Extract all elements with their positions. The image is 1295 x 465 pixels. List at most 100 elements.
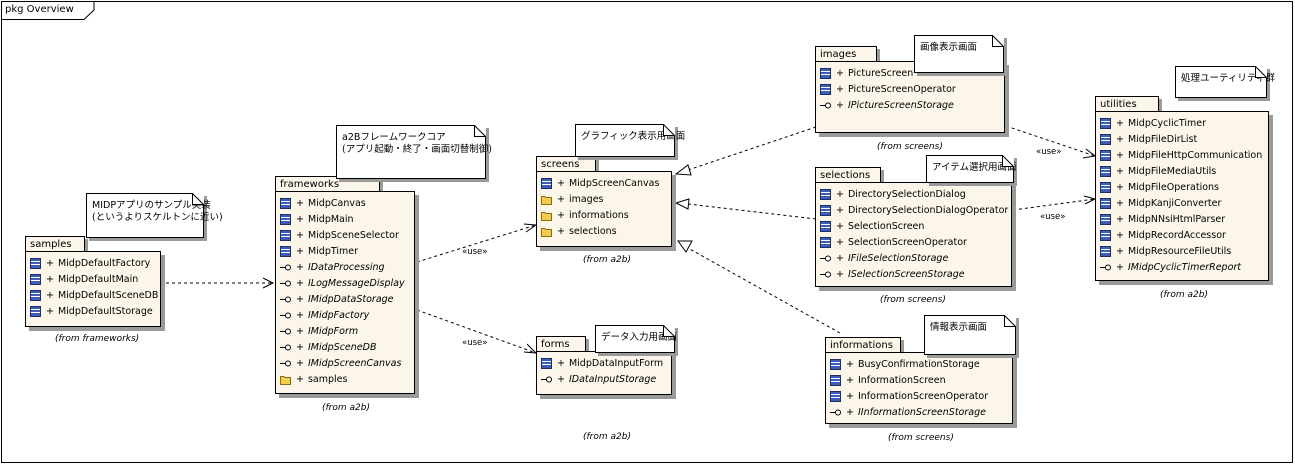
package-member[interactable]: +IDataProcessing xyxy=(280,259,410,275)
visibility-marker: + xyxy=(1116,165,1124,177)
package-member[interactable]: +IInformationScreenStorage xyxy=(830,404,1008,420)
visibility-marker: + xyxy=(296,261,304,273)
package-member[interactable]: +MidpNNsiHtmlParser xyxy=(1100,211,1264,227)
package-member[interactable]: +MidpCyclicTimer xyxy=(1100,115,1264,131)
visibility-marker: + xyxy=(296,293,304,305)
package-member[interactable]: +IMidpCyclicTimerReport xyxy=(1100,259,1264,275)
package-member[interactable]: +MidpDefaultSceneDB xyxy=(30,287,158,303)
package-member[interactable]: +MidpDefaultFactory xyxy=(30,255,156,271)
package-body: +BusyConfirmationStorage+InformationScre… xyxy=(825,352,1013,424)
package-member[interactable]: +DirectorySelectionDialog xyxy=(820,186,1007,202)
visibility-marker: + xyxy=(557,373,565,385)
use-label: «use» xyxy=(462,338,488,348)
package-member[interactable]: +ILogMessageDisplay xyxy=(280,275,410,291)
package-member[interactable]: +MidpCanvas xyxy=(280,195,410,211)
note-line: (アプリ起動・終了・画面切替制御) xyxy=(342,144,492,155)
member-name: BusyConfirmationStorage xyxy=(857,358,980,370)
package-member[interactable]: +IMidpSceneDB xyxy=(280,339,410,355)
package-member[interactable]: +IMidpFactory xyxy=(280,307,410,323)
note-selections: アイテム選択用画面 xyxy=(926,155,1017,183)
package-member[interactable]: +IFileSelectionStorage xyxy=(820,250,1007,266)
package-member[interactable]: +MidpFileOperations xyxy=(1100,179,1264,195)
visibility-marker: + xyxy=(846,374,854,386)
class-icon xyxy=(280,197,291,209)
interface-icon xyxy=(280,310,291,321)
package-member[interactable]: +IPictureScreenStorage xyxy=(820,97,1000,113)
from-label: (from a2b) xyxy=(1160,290,1208,300)
package-tab: screens xyxy=(536,156,596,172)
member-name: IDataProcessing xyxy=(307,261,385,273)
package-member[interactable]: +samples xyxy=(280,371,410,387)
package-member[interactable]: +IMidpDataStorage xyxy=(280,291,410,307)
package-member[interactable]: +IMidpForm xyxy=(280,323,410,339)
package-member[interactable]: +MidpDefaultStorage xyxy=(30,303,156,319)
interface-icon xyxy=(1100,262,1111,273)
package-member[interactable]: +MidpMain xyxy=(280,211,410,227)
package-member[interactable]: +DirectorySelectionDialogOperator xyxy=(820,202,1008,218)
package-member[interactable]: +PictureScreenOperator xyxy=(820,81,1000,97)
note-line: 情報表示画面 xyxy=(930,322,988,333)
folder-icon xyxy=(541,210,552,221)
member-name: MidpFileDirList xyxy=(1127,133,1198,145)
package-member[interactable]: +SelectionScreen xyxy=(820,218,1007,234)
class-icon xyxy=(830,358,841,370)
package-member[interactable]: +MidpFileMediaUtils xyxy=(1100,163,1264,179)
package-body: +MidpDefaultFactory+MidpDefaultMain+Midp… xyxy=(25,251,161,327)
from-label: (from a2b) xyxy=(583,255,631,265)
class-icon xyxy=(1100,133,1111,145)
package-member[interactable]: +InformationScreen xyxy=(830,372,1008,388)
use-label: «use» xyxy=(462,247,488,257)
member-name: selections xyxy=(568,225,617,237)
class-icon xyxy=(820,83,831,95)
package-member[interactable]: +MidpResourceFileUtils xyxy=(1100,243,1264,259)
package-member[interactable]: +ISelectionScreenStorage xyxy=(820,266,1007,282)
note-utilities: 処理ユーティリティ群 xyxy=(1175,66,1275,98)
package-member[interactable]: +MidpScreenCanvas xyxy=(541,175,667,191)
member-name: MidpSceneSelector xyxy=(307,229,399,241)
visibility-marker: + xyxy=(836,188,844,200)
arrowhead xyxy=(262,277,275,289)
member-name: IMidpScreenCanvas xyxy=(307,357,402,369)
package-member[interactable]: +MidpFileHttpCommunication xyxy=(1100,147,1264,163)
member-name: IDataInputStorage xyxy=(568,373,657,385)
visibility-marker: + xyxy=(1116,133,1124,145)
class-icon xyxy=(1100,149,1111,161)
package-member[interactable]: +MidpDefaultMain xyxy=(30,271,156,287)
generalization-images-screens xyxy=(687,126,817,171)
from-label: (from frameworks) xyxy=(55,334,140,344)
package-member[interactable]: +MidpRecordAccessor xyxy=(1100,227,1264,243)
generalization-head xyxy=(674,164,692,176)
class-icon xyxy=(830,374,841,386)
package-member[interactable]: +selections xyxy=(541,223,667,239)
member-name: PictureScreenOperator xyxy=(847,83,956,95)
member-name: ISelectionScreenStorage xyxy=(847,268,965,280)
visibility-marker: + xyxy=(1116,197,1124,209)
visibility-marker: + xyxy=(296,229,304,241)
package-member[interactable]: +MidpDataInputForm xyxy=(541,355,667,371)
package-member[interactable]: +images xyxy=(541,191,667,207)
visibility-marker: + xyxy=(1116,117,1124,129)
package-member[interactable]: +MidpKanjiConverter xyxy=(1100,195,1264,211)
from-label: (from a2b) xyxy=(583,432,631,442)
package-member[interactable]: +MidpFileDirList xyxy=(1100,131,1264,147)
package-body: +MidpScreenCanvas+images+informations+se… xyxy=(536,171,672,247)
generalization-selections-screens xyxy=(687,203,817,220)
frame-label: pkg Overview xyxy=(5,4,74,15)
member-name: MidpCanvas xyxy=(307,197,366,209)
member-name: informations xyxy=(568,209,629,221)
package-member[interactable]: +MidpTimer xyxy=(280,243,410,259)
package-member[interactable]: +MidpSceneSelector xyxy=(280,227,410,243)
class-icon xyxy=(1100,181,1111,193)
package-member[interactable]: +InformationScreenOperator xyxy=(830,388,1008,404)
package-member[interactable]: +IMidpScreenCanvas xyxy=(280,355,410,371)
package-member[interactable]: +PictureScreen xyxy=(820,65,1000,81)
visibility-marker: + xyxy=(296,325,304,337)
package-member[interactable]: +IDataInputStorage xyxy=(541,371,667,387)
visibility-marker: + xyxy=(46,289,54,301)
package-member[interactable]: +SelectionScreenOperator xyxy=(820,234,1007,250)
package-member[interactable]: +BusyConfirmationStorage xyxy=(830,356,1008,372)
visibility-marker: + xyxy=(836,252,844,264)
package-member[interactable]: +informations xyxy=(541,207,667,223)
visibility-marker: + xyxy=(846,406,854,418)
